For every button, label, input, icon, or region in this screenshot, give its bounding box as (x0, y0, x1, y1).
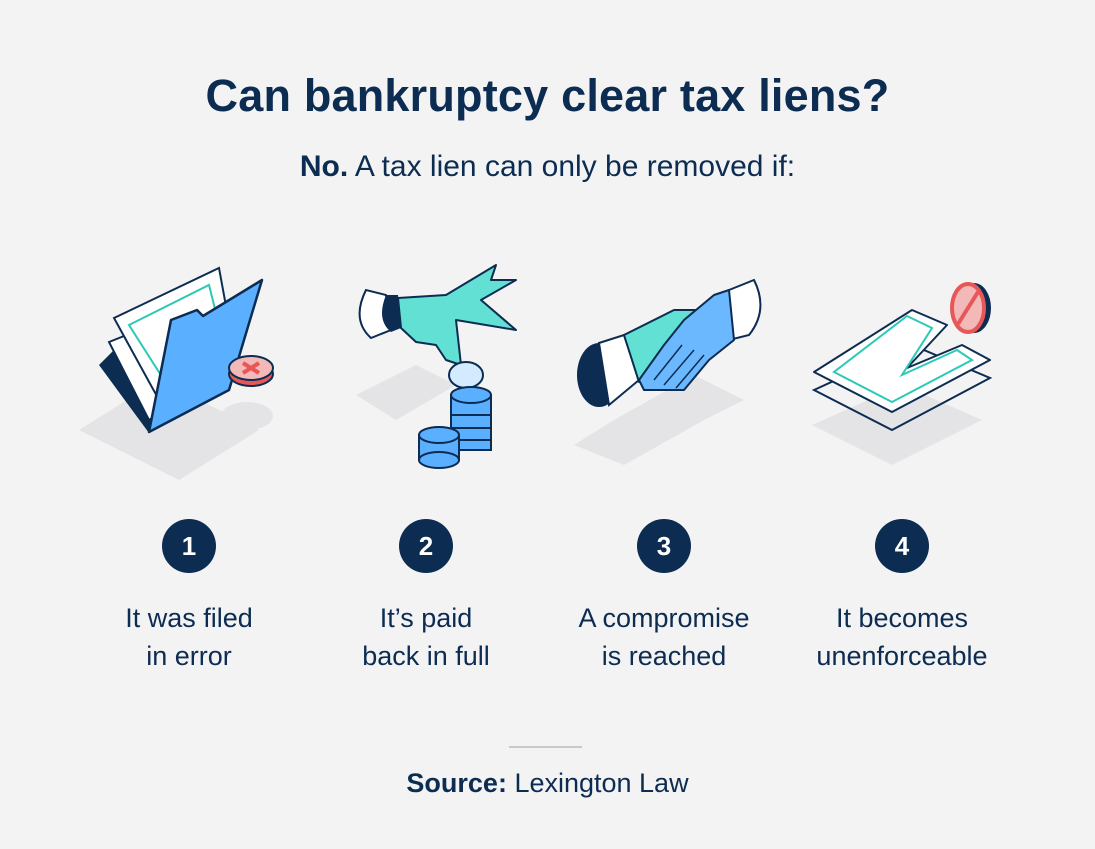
item-label: It was filed in error (69, 599, 309, 675)
label-line: A compromise (578, 603, 750, 633)
source-credit: Source: Lexington Law (0, 768, 1095, 799)
source-label: Source: (406, 768, 507, 798)
label-line: unenforceable (816, 641, 988, 671)
item-2: 2 It’s paid back in full (306, 250, 546, 675)
hand-with-coins-icon (356, 264, 517, 469)
label-line: back in full (362, 641, 490, 671)
item-3: 3 A compromise is reached (544, 250, 784, 675)
label-line: It’s paid (379, 603, 473, 633)
subtitle: No. A tax lien can only be removed if: (0, 150, 1095, 184)
handshake-icon (574, 278, 762, 465)
item-label: It’s paid back in full (306, 599, 546, 675)
folder-with-x-icon (79, 266, 274, 480)
label-line: is reached (601, 641, 727, 671)
page-title: Can bankruptcy clear tax liens? (205, 70, 890, 121)
step-number-badge: 2 (399, 519, 453, 573)
divider (509, 746, 582, 748)
item-4: 4 It becomes unenforceable (782, 250, 1022, 675)
label-line: It becomes (835, 603, 969, 633)
subtitle-text: A tax lien can only be removed if: (348, 150, 796, 183)
subtitle-answer: No. (299, 150, 349, 183)
item-1: 1 It was filed in error (69, 250, 309, 675)
torn-document-prohibited-icon (811, 282, 993, 465)
label-line: It was filed (125, 603, 253, 633)
item-label: A compromise is reached (544, 599, 784, 675)
step-number-badge: 3 (637, 519, 691, 573)
label-line: in error (146, 641, 232, 671)
step-number-badge: 1 (162, 519, 216, 573)
item-label: It becomes unenforceable (782, 599, 1022, 675)
step-number-badge: 4 (875, 519, 929, 573)
source-text: Lexington Law (506, 768, 689, 798)
